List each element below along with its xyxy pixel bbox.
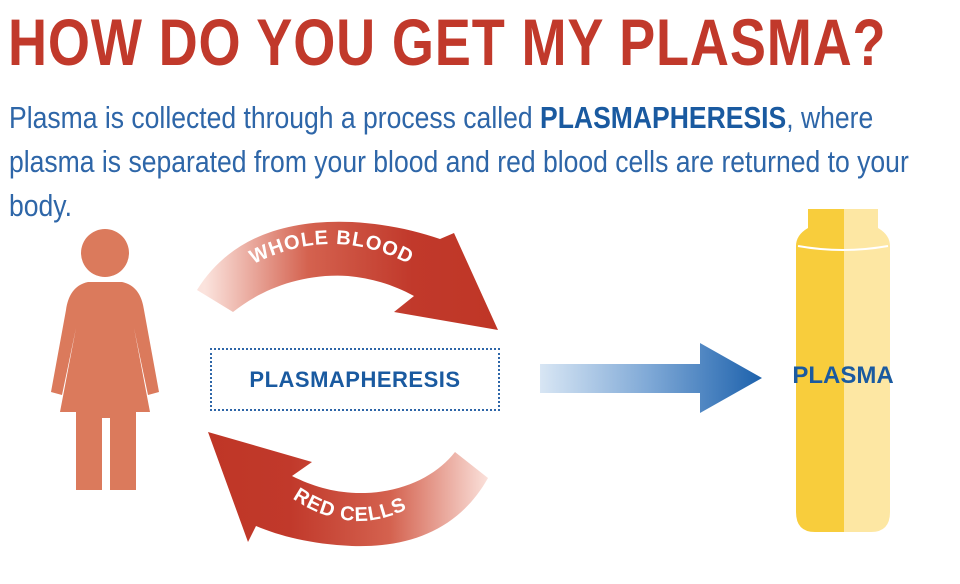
- woman-figure-icon: [51, 229, 159, 490]
- vial-label: PLASMA: [792, 362, 894, 389]
- whole-blood-arrow-icon: WHOLE BLOOD: [197, 221, 498, 330]
- right-arrow-icon: [540, 343, 762, 413]
- intro-emphasis: PLASMAPHERESIS: [540, 100, 787, 135]
- intro-paragraph: Plasma is collected through a process ca…: [9, 96, 951, 228]
- process-label-box: PLASMAPHERESIS: [210, 348, 500, 411]
- process-label: PLASMAPHERESIS: [249, 366, 461, 392]
- page-title: HOW DO YOU GET MY PLASMA?: [8, 5, 887, 79]
- plasma-vial-icon: [796, 209, 890, 532]
- red-cells-arrow-icon: RED CELLS: [208, 432, 488, 547]
- intro-text-end: , where plasma is separated from your bl…: [9, 100, 909, 223]
- intro-text-start: Plasma is collected through a process ca…: [9, 100, 541, 135]
